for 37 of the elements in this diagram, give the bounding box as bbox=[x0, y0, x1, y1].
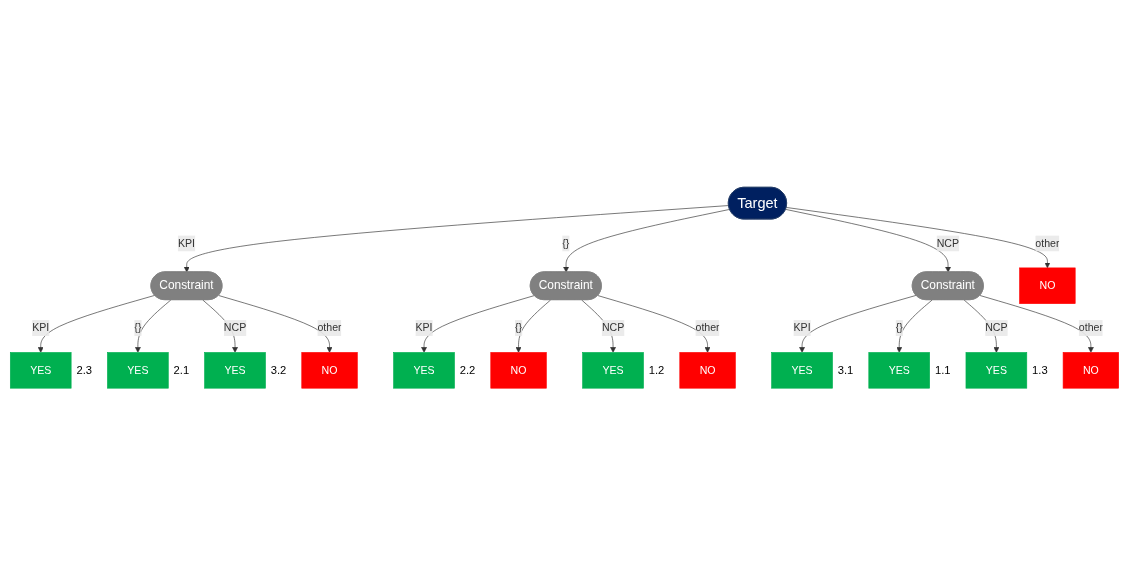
node-note: 2.1 bbox=[173, 364, 190, 377]
node-box: YES bbox=[10, 352, 72, 389]
edge-label: other bbox=[695, 322, 720, 334]
edge-label: other bbox=[1035, 237, 1060, 250]
node-box: YES bbox=[771, 352, 833, 389]
node-box: YES bbox=[965, 352, 1028, 389]
edge-label: KPI bbox=[415, 322, 433, 334]
edge-label: {} bbox=[134, 322, 142, 334]
node-note: 3.2 bbox=[270, 364, 287, 377]
node-box: YES bbox=[204, 352, 266, 389]
node-note: 2.2 bbox=[459, 364, 476, 377]
edge-label: {} bbox=[895, 322, 903, 334]
edge-label: other bbox=[1078, 322, 1103, 334]
node-box: YES bbox=[582, 352, 644, 389]
node-note: 1.3 bbox=[1032, 364, 1048, 377]
edge-label: NCP bbox=[985, 322, 1008, 334]
node-box: YES bbox=[393, 352, 455, 389]
node-box: YES bbox=[868, 352, 930, 389]
node-note: 1.1 bbox=[934, 364, 951, 377]
node-box: NO bbox=[301, 352, 358, 389]
node-box: NO bbox=[679, 352, 736, 389]
node-note: 2.3 bbox=[76, 364, 93, 377]
edge-label: NCP bbox=[936, 237, 959, 250]
edge-label: {} bbox=[515, 322, 523, 334]
edge-label: KPI bbox=[32, 322, 50, 334]
node-box: NO bbox=[1062, 352, 1119, 389]
node-box: NO bbox=[490, 352, 547, 389]
edge-label: KPI bbox=[177, 237, 195, 250]
node-note: 1.2 bbox=[648, 364, 665, 377]
node-note: 3.1 bbox=[837, 364, 854, 377]
edge-label: {} bbox=[562, 237, 570, 250]
edge-label: other bbox=[317, 322, 342, 334]
node-box: YES bbox=[107, 352, 169, 389]
edge-label: KPI bbox=[793, 322, 811, 334]
node-box: NO bbox=[1019, 267, 1076, 305]
edge-label: NCP bbox=[223, 322, 247, 334]
edge-label: NCP bbox=[601, 322, 625, 334]
